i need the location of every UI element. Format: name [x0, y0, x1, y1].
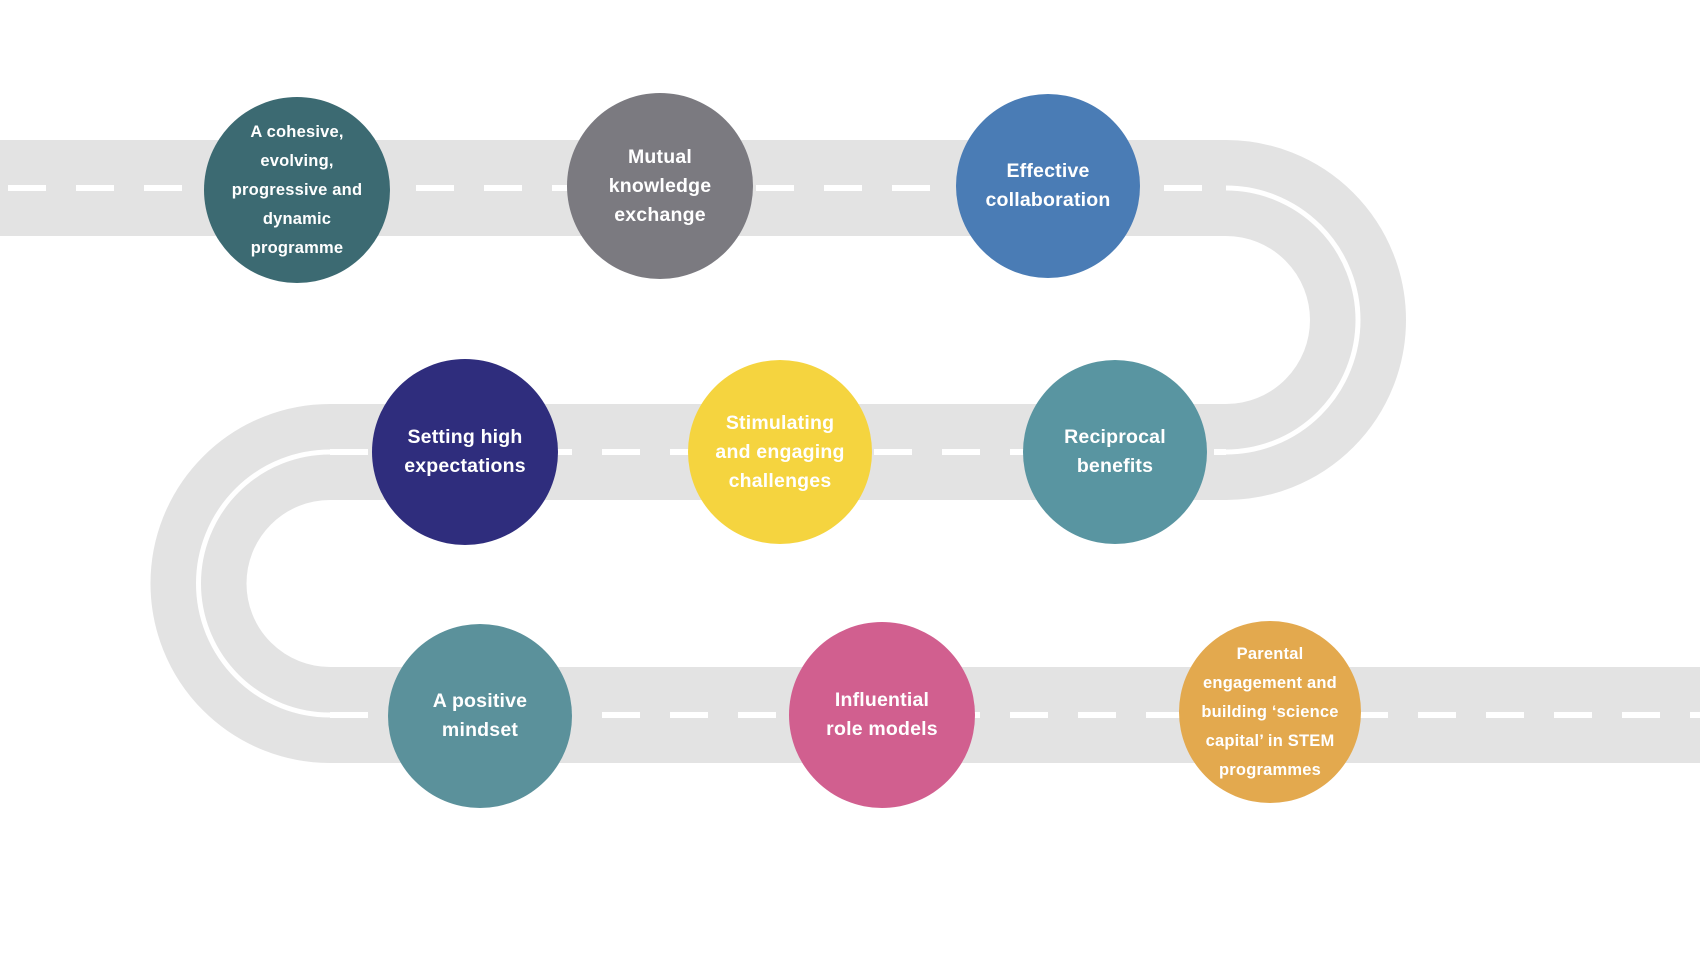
node-label-line: Mutual	[627, 145, 693, 168]
node-stimulating-engaging-challenges: Stimulating and engaging challenges	[688, 360, 872, 544]
node-label-line: and engaging	[715, 440, 845, 463]
node-label-line: engagement and	[1203, 673, 1337, 692]
node-label-line: challenges	[728, 469, 832, 492]
node-influential-role-models: Influential role models	[789, 622, 975, 808]
node-label-line: benefits	[1076, 455, 1154, 477]
node-reciprocal-benefits: Reciprocal benefits	[1023, 360, 1207, 544]
node-label-line: progressive and	[231, 180, 363, 199]
node-label-line: knowledge	[608, 174, 712, 197]
node-label-line: role models	[826, 718, 938, 740]
node-label-line: A positive	[432, 690, 528, 712]
node-positive-mindset: A positive mindset	[388, 624, 572, 808]
road-curve-right	[1225, 185, 1361, 455]
node-label-line: exchange	[614, 203, 706, 226]
node-label-line: evolving,	[260, 151, 334, 170]
node-label-line: Parental	[1236, 644, 1304, 663]
node-label-line: mindset	[441, 719, 519, 741]
node-label-line: capital’ in STEM	[1205, 731, 1335, 750]
node-setting-high-expectations: Setting high expectations	[372, 359, 558, 545]
node-parental-engagement-science-capital: Parental engagement and building ‘science c…	[1179, 621, 1361, 803]
node-label-line: programme	[250, 238, 344, 257]
node-label-line: Setting high	[407, 426, 523, 448]
node-label-line: Stimulating	[725, 411, 835, 434]
node-label-line: expectations	[404, 455, 526, 477]
node-effective-collaboration: Effective collaboration	[956, 94, 1140, 278]
node-label-line: Influential	[834, 689, 930, 711]
node-mutual-knowledge-exchange: Mutual knowledge exchange	[567, 93, 753, 279]
node-label-line: A cohesive,	[250, 122, 344, 141]
node-label-line: programmes	[1219, 760, 1321, 779]
node-label-line: collaboration	[985, 189, 1111, 211]
node-label-line: building ‘science	[1201, 702, 1339, 721]
node-cohesive-programme: A cohesive, evolving, progressive and dynam…	[204, 97, 390, 283]
road-curve-left	[196, 449, 331, 718]
node-label-line: Reciprocal	[1064, 426, 1166, 448]
node-label-line: Effective	[1006, 160, 1090, 182]
node-label-line: dynamic	[262, 209, 332, 228]
